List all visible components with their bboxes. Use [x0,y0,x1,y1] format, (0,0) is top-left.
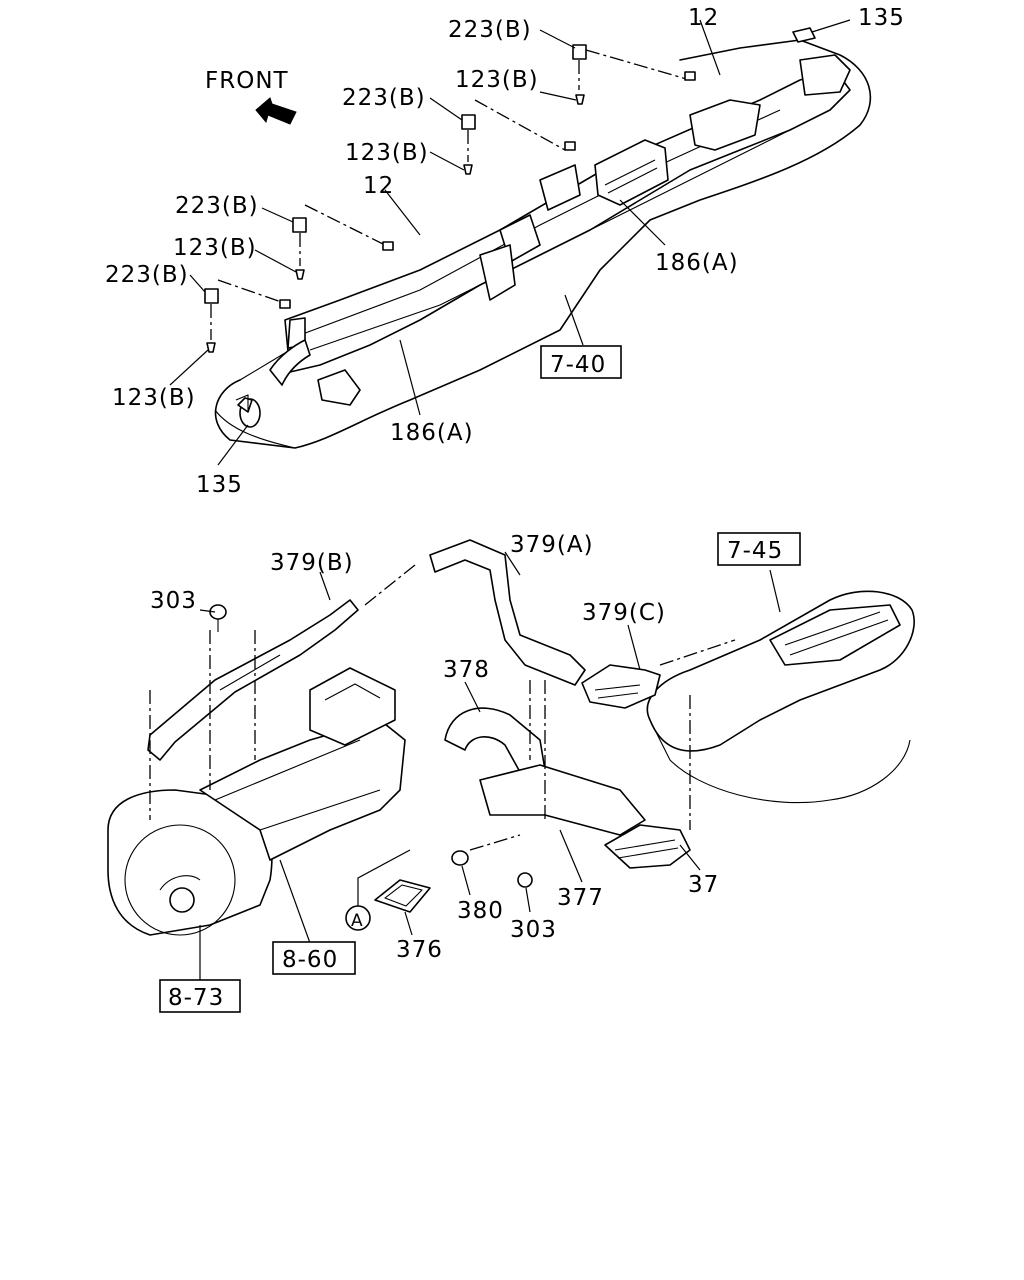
duct-378 [444,707,546,773]
front-arrow-icon [255,97,297,125]
label-223b-2: 223(B) [342,85,426,111]
ref-box-8-60-label: 8-60 [282,947,338,973]
ref-box-8-73 [159,979,241,1013]
label-303-left: 303 [150,588,197,614]
label-379a: 379(A) [510,532,594,558]
ref-box-8-73-label: 8-73 [168,985,224,1011]
label-123b-3: 123(B) [173,235,257,261]
label-379c: 379(C) [582,600,666,626]
duct-379b [147,599,359,761]
label-123b-4: 123(B) [112,385,196,411]
label-12-mid: 12 [363,173,394,199]
label-135-bottom: 135 [196,472,243,498]
label-223b-3: 223(B) [175,193,259,219]
label-circle-a: A [351,911,364,931]
ref-box-8-60 [272,941,356,975]
label-379b: 379(B) [270,550,354,576]
ref-box-7-45 [717,532,801,566]
duct-377 [479,764,646,836]
instrument-panel-outline [214,39,872,449]
label-380: 380 [457,898,504,924]
label-223b-4: 223(B) [105,262,189,288]
label-123b-2: 123(B) [345,140,429,166]
duct-379a [429,539,586,686]
label-303-bottom: 303 [510,917,557,943]
top-assembly: FRONT 223(B) 12 135 123(B) 223(B) 123(B)… [105,5,905,498]
label-376: 376 [396,937,443,963]
bottom-assembly: 379(B) 379(A) 303 379(C) 378 37 377 380 … [107,532,915,1013]
screw-303-bottom [517,872,533,888]
label-186a-right: 186(A) [655,250,739,276]
front-label: FRONT [205,68,289,94]
duct-12 [284,69,851,373]
label-123b-1: 123(B) [455,67,539,93]
label-37: 37 [688,872,719,898]
part-135-right [792,27,816,43]
screw-380 [451,850,469,866]
label-377: 377 [557,885,604,911]
fastener-group [204,44,587,353]
ref-box-7-40 [540,345,622,379]
console-outline [646,590,915,752]
label-223b-1: 223(B) [448,17,532,43]
label-135-top: 135 [858,5,905,31]
ref-box-7-45-label: 7-45 [727,538,783,564]
label-12-top: 12 [688,5,719,31]
heater-unit [199,719,406,861]
label-378: 378 [443,657,490,683]
label-186a-bottom: 186(A) [390,420,474,446]
connector-37 [604,824,691,869]
ref-box-7-40-label: 7-40 [550,352,606,378]
